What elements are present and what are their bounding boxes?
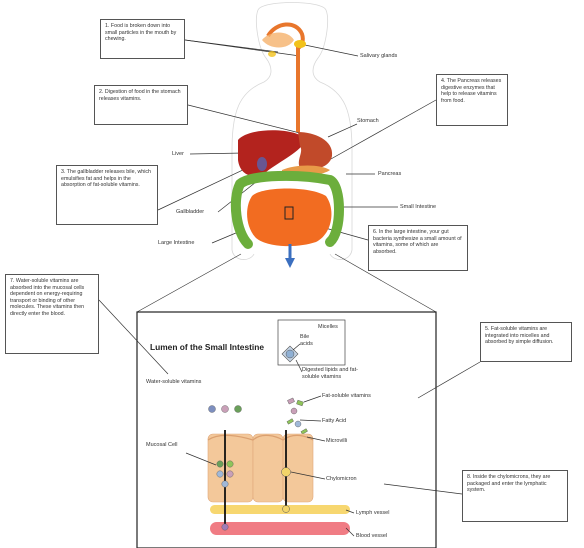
callout-water-soluble-absorption: 7. Water-soluble vitamins are absorbed i…	[5, 274, 99, 354]
callout-large-intestine: 6. In the large intestine, your gut bact…	[368, 225, 468, 271]
label-fat-soluble-vitamins: Fat-soluble vitamins	[322, 393, 371, 399]
label-stomach: Stomach	[357, 118, 379, 124]
label-large-intestine: Large Intestine	[158, 240, 195, 246]
label-liver: Liver	[172, 151, 184, 157]
label-chylomicron: Chylomicron	[326, 476, 357, 482]
label-lymph-vessel: Lymph vessel	[356, 510, 390, 516]
label-microvilli: Microvilli	[326, 438, 348, 444]
label-small-intestine: Small Intestine	[400, 204, 437, 210]
label-water-soluble-vitamins: Water-soluble vitamins	[146, 379, 202, 385]
callout-pancreas: 4. The Pancreas releases digestive enzym…	[436, 74, 508, 126]
intracellular-vitamins	[216, 460, 234, 531]
label-gallbladder: Gallbladder	[176, 209, 205, 215]
label-blood-vessel: Blood vessel	[356, 533, 388, 539]
label-digested-lipids: Digested lipids and fat-soluble vitamins	[302, 367, 358, 380]
chylomicron-dot	[281, 467, 291, 477]
zoom-line-right	[334, 253, 437, 313]
label-fatty-acid: Fatty Acid	[322, 418, 347, 424]
body-outline	[231, 2, 353, 260]
label-bile-acids: Bile acids	[300, 334, 313, 347]
callout-fat-soluble-absorption: 5. Fat-soluble vitamins are integrated i…	[480, 322, 572, 362]
mouth	[262, 32, 294, 48]
large-intestine	[230, 170, 344, 249]
callout-chewing: 1. Food is broken down into small partic…	[100, 19, 185, 59]
salivary-gland	[294, 40, 306, 48]
liver	[238, 130, 306, 176]
gallbladder	[257, 157, 267, 171]
mucosal-cells	[207, 433, 314, 503]
label-pancreas: Pancreas	[378, 171, 402, 177]
label-mucosal-cell: Mucosal Cell	[146, 442, 178, 448]
stomach	[298, 132, 333, 170]
rectum-tip	[285, 258, 295, 268]
callout-gallbladder: 3. The gallbladder releases bile, which …	[56, 165, 158, 225]
callout-stomach-digestion: 2. Digestion of food in the stomach rele…	[94, 85, 188, 125]
small-intestine	[247, 188, 332, 247]
inset-title: Lumen of the Small Intestine	[150, 342, 265, 352]
chylomicron-in-lymph	[282, 505, 290, 513]
blood-vessel	[210, 522, 350, 535]
salivary-gland-left	[268, 51, 276, 57]
inset-leader-lines	[98, 299, 481, 537]
lymph-vessel	[210, 505, 350, 514]
water-soluble-vitamin-dots	[208, 405, 242, 413]
label-salivary-glands: Salivary glands	[360, 53, 398, 59]
callout-chylomicrons: 8. Inside the chylomicrons, they are pac…	[462, 470, 568, 522]
label-micelles: Micelles	[318, 324, 338, 330]
micelle-core	[285, 349, 295, 359]
zoom-line-left	[136, 253, 242, 313]
intestine-section-marker	[284, 206, 294, 220]
fat-soluble-vitamin-shapes	[286, 397, 308, 435]
